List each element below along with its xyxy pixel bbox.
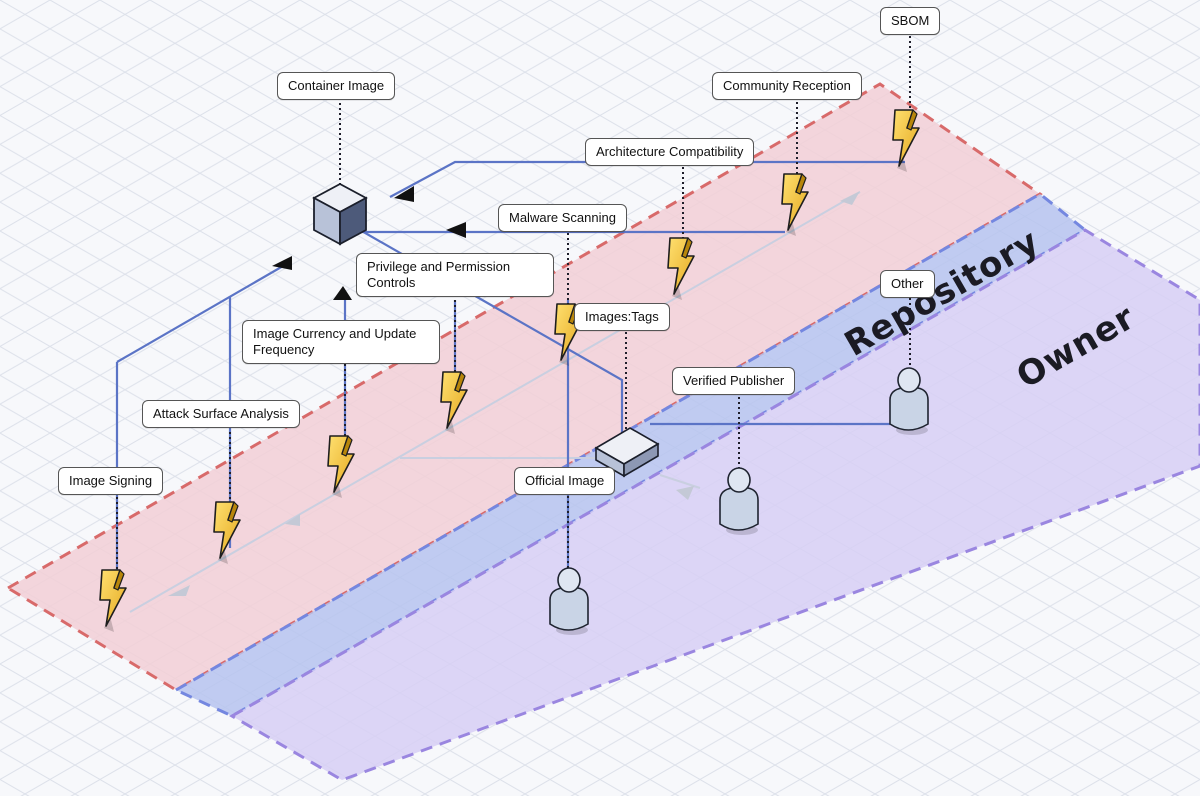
arrowhead <box>333 286 352 300</box>
label-other[interactable]: Other <box>880 270 935 298</box>
label-privilege-controls[interactable]: Privilege and Permission Controls <box>356 253 554 297</box>
inner-arrow <box>285 514 300 526</box>
label-images-tags[interactable]: Images:Tags <box>574 303 670 331</box>
label-image-currency[interactable]: Image Currency and Update Frequency <box>242 320 440 364</box>
arrowhead <box>272 256 292 270</box>
owner-band <box>228 228 1200 782</box>
label-community-reception[interactable]: Community Reception <box>712 72 862 100</box>
arrowhead <box>446 222 466 238</box>
label-official-image[interactable]: Official Image <box>514 467 616 495</box>
label-connectors <box>116 36 911 572</box>
cube-icon[interactable] <box>312 182 368 246</box>
label-container-image[interactable]: Container Image <box>277 72 396 100</box>
arrowhead <box>394 186 414 202</box>
label-attack-surface[interactable]: Attack Surface Analysis <box>142 400 300 428</box>
server-box-icon[interactable] <box>594 427 660 478</box>
label-architecture-compatibility[interactable]: Architecture Compatibility <box>585 138 755 166</box>
label-sbom[interactable]: SBOM <box>880 7 941 35</box>
label-image-signing[interactable]: Image Signing <box>58 467 164 495</box>
inner-arrow <box>676 486 694 500</box>
inner-arrow <box>840 191 860 205</box>
label-verified-publisher[interactable]: Verified Publisher <box>672 367 796 395</box>
label-malware-scanning[interactable]: Malware Scanning <box>498 204 627 232</box>
inner-arrow <box>168 585 190 596</box>
